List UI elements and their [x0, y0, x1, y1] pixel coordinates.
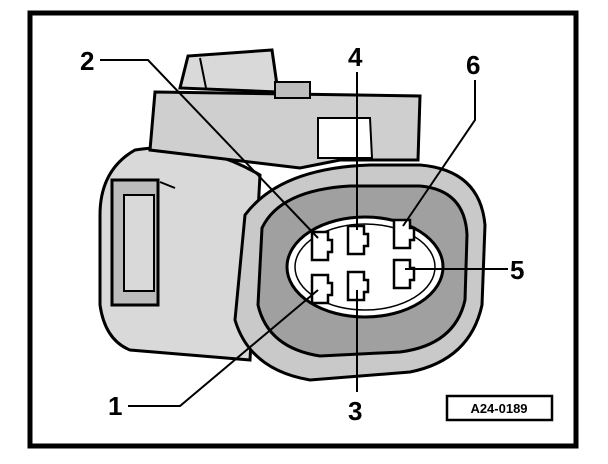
- cavity-3: [346, 270, 370, 302]
- top-slot: [274, 81, 311, 99]
- leader-lines: [100, 59, 508, 407]
- top-lock-tab: [178, 48, 280, 94]
- callout-4: 4: [348, 42, 363, 72]
- cavity-2: [310, 230, 334, 262]
- side-latch-edge: [159, 181, 176, 189]
- pin-insert-inner: [294, 223, 436, 311]
- side-latch-inner: [123, 194, 155, 292]
- callout-2: 2: [80, 46, 94, 76]
- callout-1: 1: [108, 391, 122, 421]
- top-latch-window: [317, 117, 374, 159]
- reference-code-box: [445, 394, 554, 422]
- pin-cavities: [310, 218, 416, 305]
- leader-1: [128, 289, 319, 407]
- cavity-5: [392, 258, 416, 290]
- cavity-1: [310, 273, 334, 305]
- reference-code: A24-0189: [470, 401, 527, 416]
- cavity-6: [392, 218, 416, 250]
- callout-3: 3: [348, 396, 362, 426]
- top-lock-tab-ridge: [199, 57, 207, 89]
- callout-5: 5: [510, 255, 524, 285]
- leader-2: [100, 59, 319, 239]
- callout-6: 6: [466, 50, 480, 80]
- leader-6: [402, 80, 476, 227]
- cavity-4: [346, 224, 370, 256]
